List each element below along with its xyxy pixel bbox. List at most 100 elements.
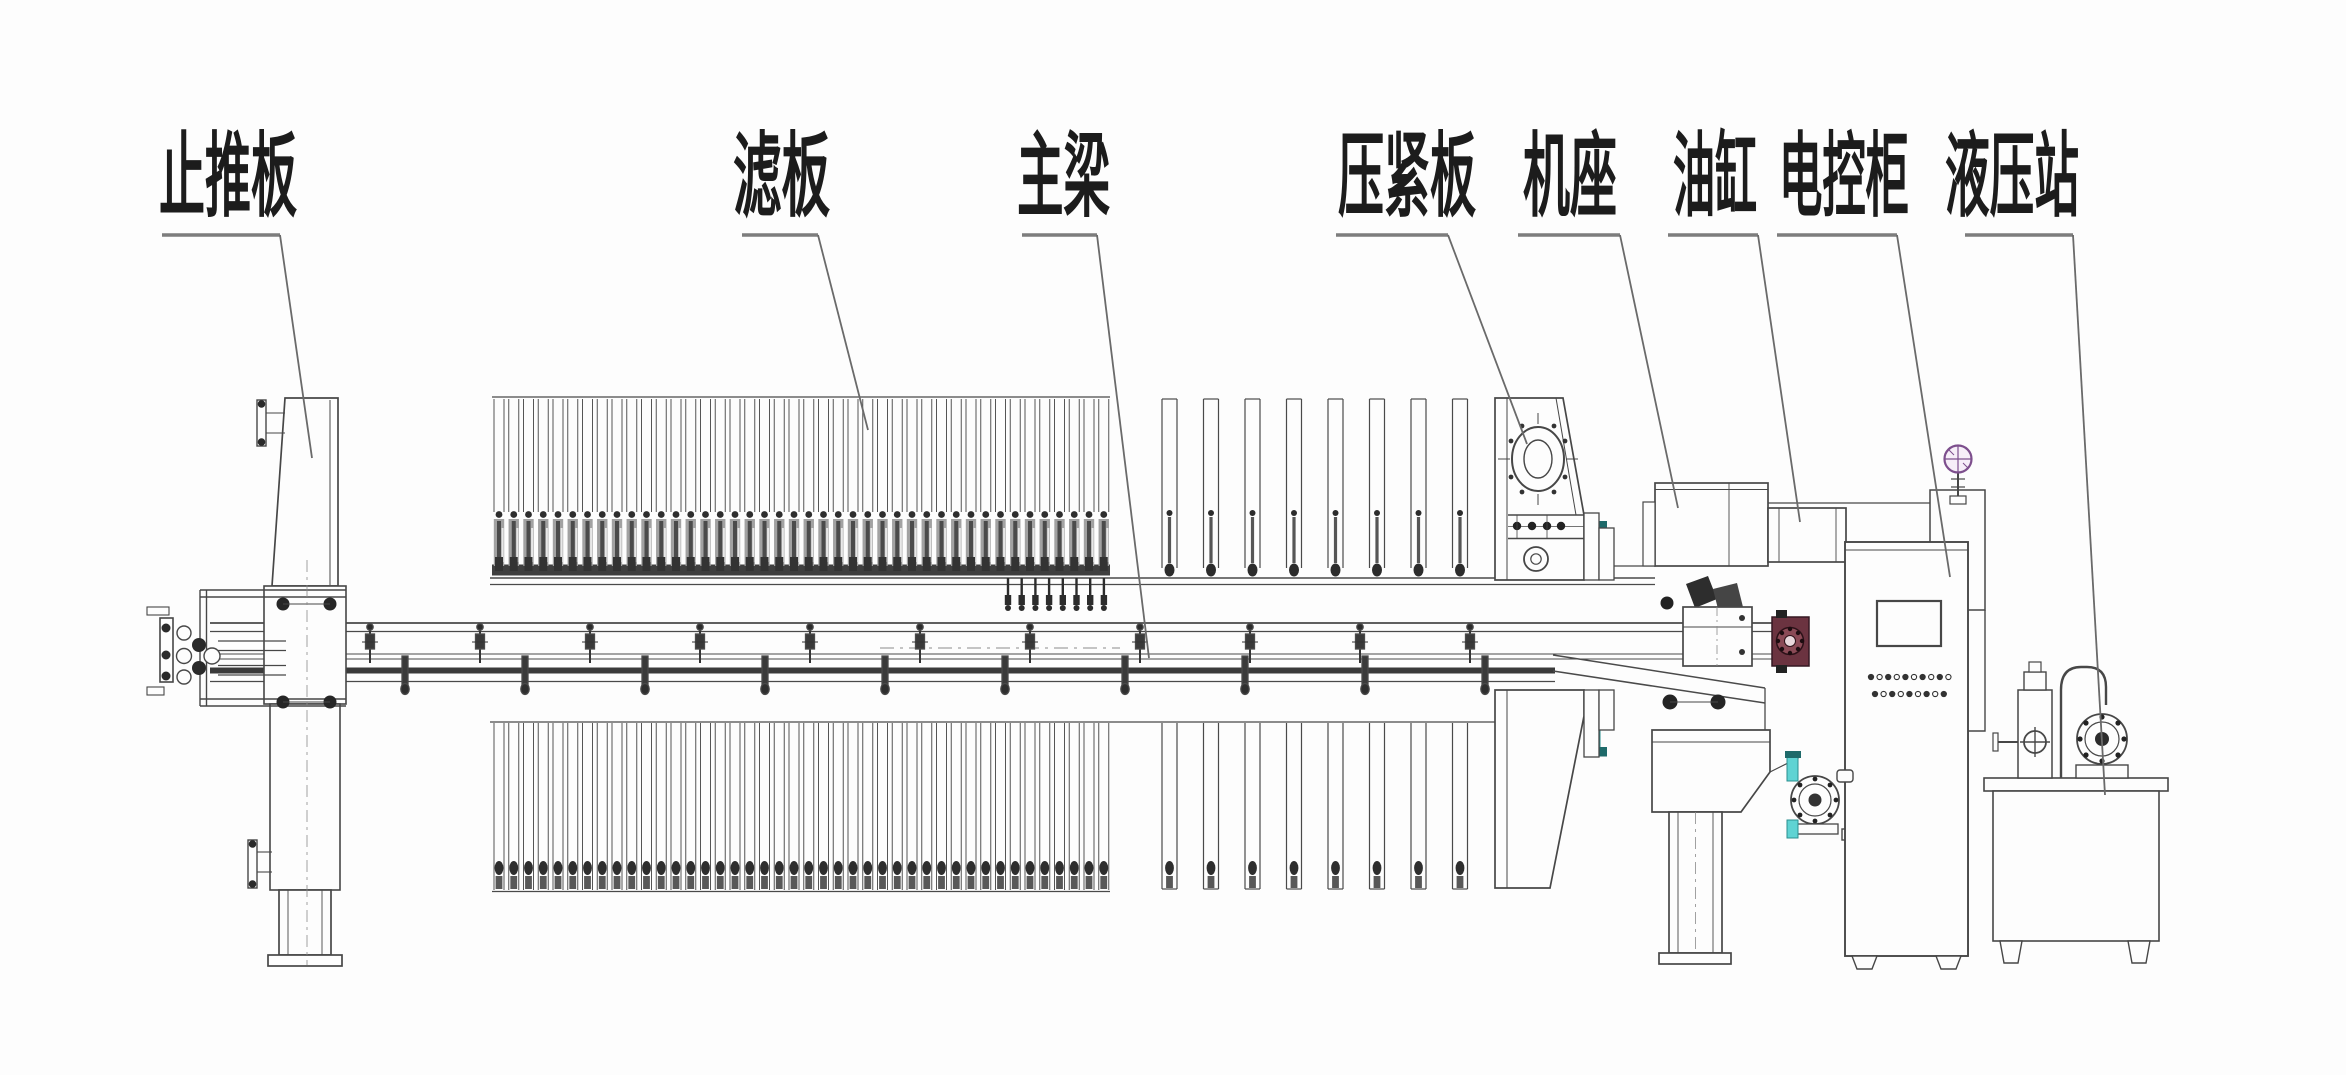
foot-plate	[267, 954, 343, 967]
station-foot	[1999, 940, 2023, 964]
label-oil-cylinder: 油缸	[1668, 123, 1801, 523]
filter-plate-closed	[655, 399, 667, 890]
beam-clamp-top	[1352, 623, 1368, 663]
pump-pipe-loop	[2059, 665, 2108, 778]
filter-plate-open	[1368, 398, 1386, 890]
control-cabinet	[1836, 444, 1986, 970]
label-machine-base: 机座	[1518, 123, 1679, 509]
motor-ring-inner	[1798, 783, 1832, 817]
filter-plate-closed	[1024, 399, 1036, 890]
filter-plate-open	[1244, 398, 1261, 890]
flange-ring-inner	[1523, 439, 1553, 479]
filter-plate-closed	[1039, 399, 1051, 890]
beam-clamp-bottom	[880, 655, 890, 696]
beam-slant-1	[1552, 654, 1766, 689]
base-left-step	[1642, 501, 1656, 567]
filter-plate-closed	[980, 399, 992, 890]
filter-plate-closed	[1083, 399, 1095, 890]
leader-line	[2072, 234, 2106, 796]
shifter-hook	[1045, 578, 1053, 611]
hose-cap	[1785, 751, 1801, 758]
label-text-oil-cylinder: 油缸	[1673, 123, 1757, 230]
handle-band-strip	[492, 564, 1110, 576]
rod-bolt	[1739, 649, 1745, 655]
top-flange-pipe	[256, 399, 267, 447]
filter-plate-closed	[803, 399, 815, 890]
gauge-base	[1949, 495, 1967, 505]
beam-clamp-top	[582, 623, 598, 663]
filter-plate-closed	[641, 399, 652, 890]
pressure-gauge	[1943, 444, 1973, 505]
base-foot-plate	[1658, 952, 1732, 965]
coupling-tab	[146, 606, 170, 616]
cabinet-button-dot	[1906, 690, 1913, 698]
beam-clamp-top	[1242, 623, 1258, 663]
cabinet-button-dot	[1940, 690, 1947, 698]
flange-cap	[1776, 610, 1787, 618]
coupling-bolt	[161, 671, 171, 681]
coupling-ring	[203, 647, 221, 665]
filter-plate-closed	[818, 399, 829, 890]
linkage-bolt	[1660, 596, 1674, 610]
filter-plate-closed	[537, 399, 549, 890]
cabinet-button-dot	[1889, 690, 1896, 698]
filter-plate-closed	[567, 399, 579, 890]
cabinet-button-dot	[1871, 690, 1879, 698]
leader-line	[1757, 234, 1801, 523]
main-beam	[210, 622, 1772, 730]
press-plate-upper-body	[1494, 397, 1585, 581]
filter-plate-closed	[788, 399, 800, 890]
beam-clamp-bottom	[1360, 655, 1370, 696]
filter-plate-open	[1451, 398, 1469, 890]
flange-bolt	[248, 880, 257, 888]
hydraulic-station	[1983, 661, 2169, 964]
beam-clamp-top	[912, 623, 928, 663]
linkage-dark-2	[1713, 583, 1743, 613]
filter-plate-closed	[1068, 399, 1080, 890]
step-block	[1598, 527, 1615, 581]
filter-plate-closed	[773, 399, 785, 890]
flange-bolt	[257, 400, 266, 408]
press-plate-lower-body	[1494, 689, 1585, 889]
beam-clamp-bottom	[1120, 655, 1130, 696]
filter-plate-closed	[862, 399, 874, 890]
base-top-block	[1654, 482, 1769, 567]
hose-teal	[1786, 756, 1799, 782]
cabinet-button-dot	[1902, 673, 1909, 681]
cabinet-side-profile	[1967, 610, 1986, 956]
filter-plate-closed	[582, 399, 593, 890]
filter-plate-closed	[714, 399, 726, 890]
shifter-hook	[1087, 578, 1094, 611]
label-press-plate: 压紧板	[1336, 123, 1528, 445]
coupling-bolt	[192, 638, 206, 652]
filter-plate-closed	[936, 399, 947, 890]
filter-plate-closed	[523, 399, 534, 890]
cabinet-button-dot	[1876, 673, 1883, 681]
beam-clamps	[362, 623, 1490, 696]
support-leg	[278, 889, 332, 956]
cabinet-button-dot	[1928, 673, 1935, 681]
motor-bracket	[1793, 823, 1839, 835]
cabinet-button-dot	[1880, 690, 1887, 698]
beam-clamp-top	[1462, 623, 1478, 663]
labels: 止推板滤板主梁压紧板机座油缸电控柜液压站	[159, 123, 2106, 796]
coupling-tab	[146, 686, 165, 696]
hose-teal	[1786, 819, 1799, 839]
cabinet-foot	[1850, 955, 1879, 970]
cabinet-door-handle	[1836, 769, 1854, 783]
beam-clamp-bottom	[640, 655, 650, 696]
coupling-bolt	[192, 661, 206, 675]
gauge-hatch	[1948, 449, 1955, 456]
beam-clamp-top	[472, 623, 488, 663]
label-hydraulic-station: 液压站	[1945, 123, 2106, 796]
filter-plate-closed	[700, 399, 711, 890]
shifter-hook	[1073, 578, 1080, 611]
label-text-control-cabinet: 电控柜	[1779, 123, 1909, 230]
label-main-beam: 主梁	[1017, 123, 1150, 659]
flange-ring-outer	[1511, 426, 1565, 492]
filter-plate-closed	[891, 399, 903, 890]
rod-bolt	[1739, 615, 1745, 621]
base-lower-block	[1651, 729, 1771, 813]
leader-line	[817, 234, 869, 431]
